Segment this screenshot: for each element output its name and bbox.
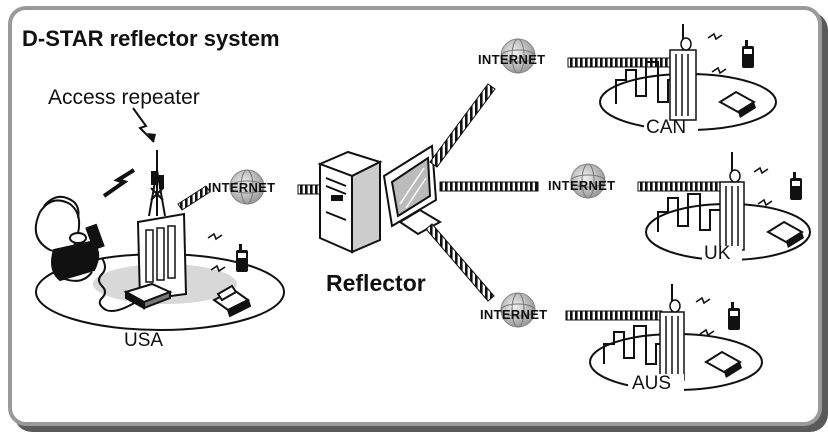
usa-mic-cord bbox=[98, 257, 137, 312]
usa-base-radio bbox=[123, 282, 173, 310]
reflector-monitor bbox=[382, 144, 443, 236]
usa-operator bbox=[34, 195, 105, 282]
aus-internet-globe bbox=[500, 292, 536, 328]
uk-site bbox=[645, 152, 811, 272]
can-reflector-link bbox=[429, 83, 496, 168]
diagram-title: D-STAR reflector system bbox=[22, 26, 280, 51]
aus-site bbox=[589, 284, 763, 400]
usa-reflector-link bbox=[297, 184, 321, 195]
usa-radio-bolt bbox=[102, 168, 136, 198]
usa-label: USA bbox=[124, 330, 164, 351]
uk-site-link bbox=[637, 181, 723, 192]
uk-label: UK bbox=[704, 243, 731, 264]
usa-internet-globe bbox=[229, 169, 265, 205]
can-internet-label: INTERNET bbox=[478, 52, 546, 67]
uk-internet-label: INTERNET bbox=[548, 178, 616, 193]
can-site bbox=[599, 24, 777, 148]
usa-radio-waves bbox=[207, 232, 226, 273]
usa-antenna-tower bbox=[148, 150, 166, 217]
can-label: CAN bbox=[646, 117, 687, 138]
aus-reflector-link bbox=[425, 223, 495, 302]
uk-reflector-link bbox=[439, 181, 539, 192]
access-pointer-arrow bbox=[132, 107, 155, 143]
reflector-server bbox=[317, 150, 383, 254]
aus-internet-label: INTERNET bbox=[480, 307, 548, 322]
usa-repeater-building bbox=[136, 212, 188, 302]
usa-internet-label: INTERNET bbox=[208, 180, 276, 195]
reflector-label: Reflector bbox=[326, 270, 426, 296]
aus-label: AUS bbox=[632, 373, 672, 394]
aus-site-link bbox=[565, 310, 663, 321]
usa-repeater-link bbox=[177, 185, 211, 211]
can-internet-globe bbox=[500, 38, 536, 74]
usa-handheld-radio bbox=[236, 244, 248, 272]
uk-internet-globe bbox=[570, 163, 606, 199]
access-repeater-label: Access repeater bbox=[48, 86, 200, 109]
usa-mobile-rig bbox=[212, 284, 252, 318]
usa-site bbox=[34, 107, 285, 331]
